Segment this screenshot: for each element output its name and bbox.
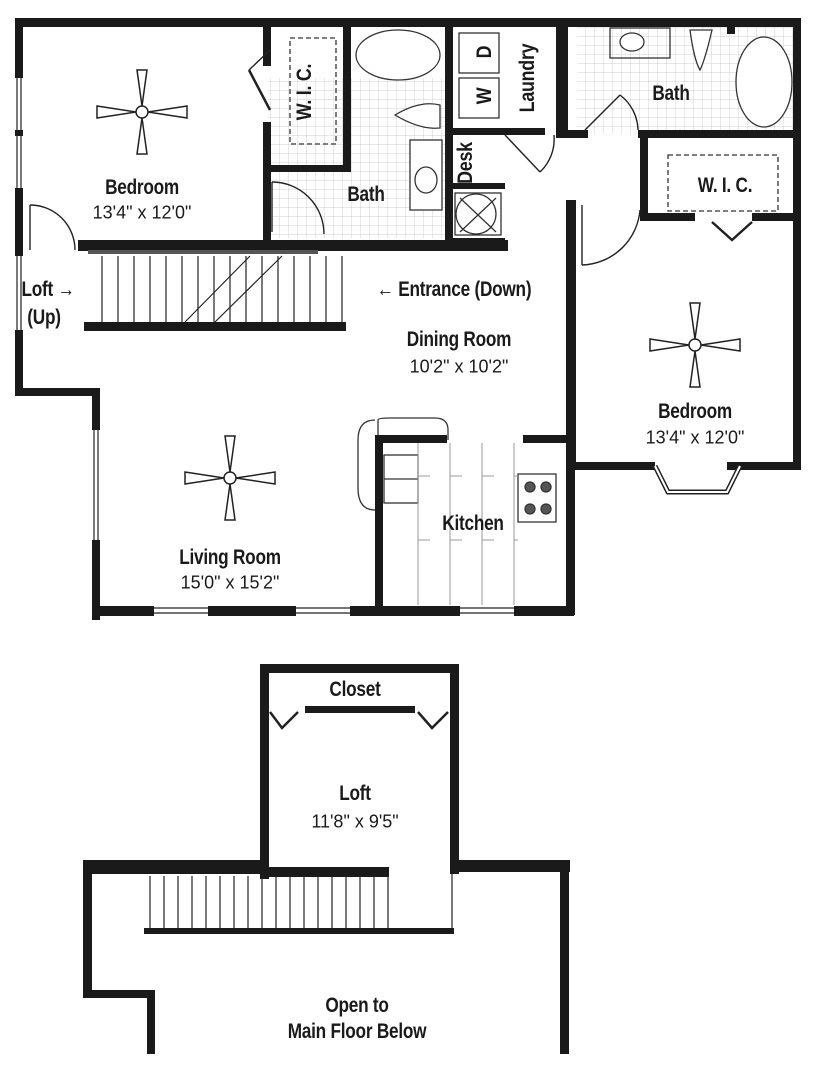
arrow-right-icon: → [57,277,75,301]
main-stairs [101,255,343,323]
room-dimensions-bedroom-2: 13'4" x 12'0" [645,427,745,448]
open-to-below-label-2: Main Floor Below [287,1019,427,1043]
room-label-wic-2: W. I. C. [697,173,753,197]
room-label-dining: Dining Room [406,327,512,351]
loft-up-label-2: (Up) [27,305,61,329]
room-label-desk: Desk [453,142,477,184]
kitchen-floor [417,443,518,605]
room-label-living: Living Room [179,545,281,569]
loft-closet-doors [269,711,449,730]
main-floor-walls [15,18,801,620]
room-label-kitchen: Kitchen [442,511,504,535]
room-label-closet: Closet [329,677,381,701]
loft-up-text: Loft [21,277,54,301]
room-label-bath-2: Bath [652,81,690,105]
arrow-left-icon: ← [376,277,394,301]
ceiling-fan-icon [184,435,276,521]
room-label-bedroom-1: Bedroom [105,175,179,199]
appliance-washer: W [472,87,496,105]
ceiling-fan-icon [649,302,741,388]
appliance-dryer: D [472,45,496,59]
room-dimensions-dining: 10'2" x 10'2" [409,356,509,377]
room-label-laundry: Laundry [515,43,539,113]
entrance-label: ← Entrance (Down) [376,277,532,301]
room-label-wic-1: W. I. C. [292,63,316,121]
room-dimensions-bedroom-1: 13'4" x 12'0" [92,202,192,223]
windows [16,78,743,614]
doors [29,49,753,266]
room-label-loft: Loft [339,781,371,805]
loft-stairs [149,874,453,928]
room-label-bedroom-2: Bedroom [658,399,732,423]
ceiling-fan-icon [96,69,188,155]
loft-walls [83,664,570,1054]
fixtures [289,27,793,523]
open-to-below-label-1: Open to [325,993,389,1017]
room-label-bath-1: Bath [347,182,385,206]
room-dimensions-living: 15'0" x 15'2" [180,572,280,593]
room-dimensions-loft: 11'8" x 9'5" [311,811,399,832]
loft-up-label: Loft → [21,277,75,301]
entrance-text: Entrance (Down) [398,277,532,301]
